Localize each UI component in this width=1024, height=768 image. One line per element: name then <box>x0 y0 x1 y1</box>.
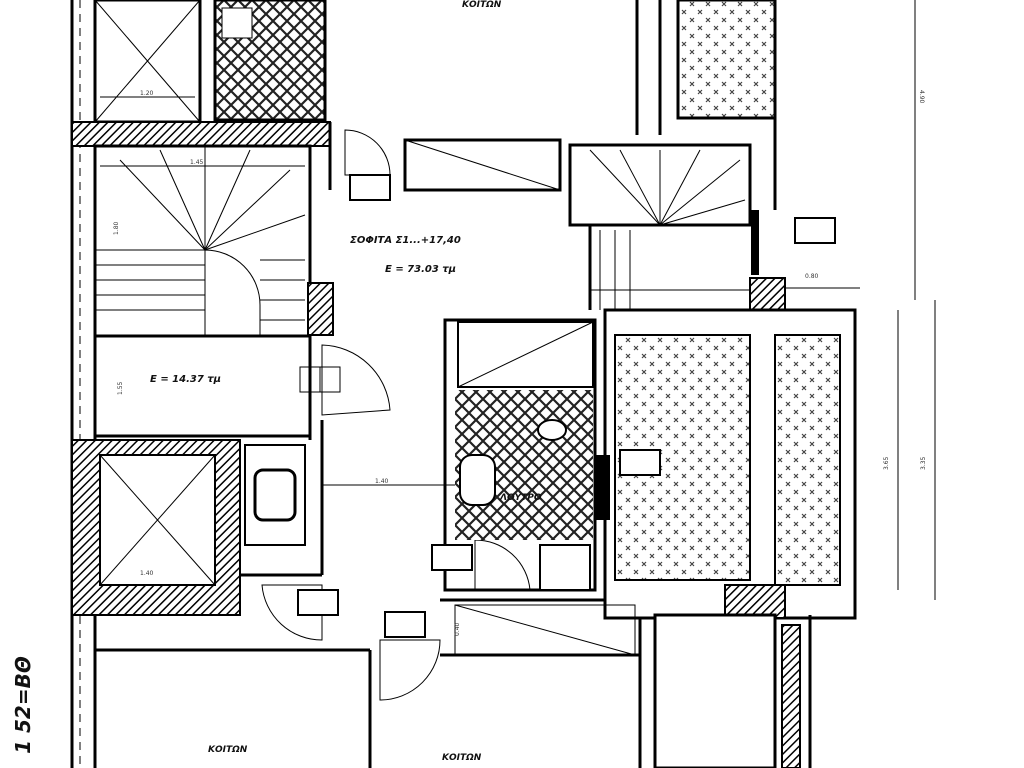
top-left-room: 1.20 <box>93 0 327 124</box>
dim-right-mid-b: 3.35 <box>920 456 927 470</box>
dim-right-small: 0.80 <box>805 273 819 280</box>
built-in-closet <box>403 138 562 192</box>
bedroom-bottom-left-label: ΚΟΙΤΩΝ <box>208 745 248 755</box>
dim-elevator: 1.40 <box>140 570 154 577</box>
outer-wall-left <box>70 0 97 768</box>
bedroom-top-label: ΚΟΙΤΩΝ <box>462 0 502 10</box>
bathroom: ΛΟΥΤΡΟ <box>443 318 610 592</box>
left-staircase: 1.45 1.80 <box>93 144 334 338</box>
bedroom-bottom-right-label: ΚΟΙΤΩΝ <box>442 753 482 763</box>
attic-title: ΣΟΦΙΤΑ Σ1...+17,40 <box>350 235 461 246</box>
dim-right-top: 4.90 <box>918 90 925 104</box>
dim-door: 0.40 <box>454 622 461 636</box>
doors[interactable] <box>261 129 531 701</box>
bathroom-label: ΛΟΥΤΡΟ <box>499 493 542 503</box>
closet-bottom <box>454 604 636 656</box>
dim-stair-side: 1.80 <box>113 221 120 235</box>
dim-top-left: 1.20 <box>140 90 154 97</box>
balcony-top-right <box>676 0 777 120</box>
dim-right-mid-a: 3.65 <box>883 456 890 470</box>
dim-corridor: 1.40 <box>375 478 389 485</box>
side-label: 1 52=ΒΘ <box>11 656 35 754</box>
stair-landing: 1.55 Ε = 14.37 τμ <box>93 336 341 440</box>
attic-area: Ε = 73.03 τμ <box>385 264 456 275</box>
dim-stair: 1.45 <box>190 159 204 166</box>
dimension-lines-right: 4.90 3.65 3.35 <box>883 0 936 600</box>
elevator-shaft: 1.40 <box>71 439 306 616</box>
hatched-wall-top <box>71 121 331 147</box>
dim-left-mid: 1.55 <box>117 381 124 395</box>
stair-area-label: Ε = 14.37 τμ <box>150 374 221 385</box>
tag-boxes <box>297 174 836 638</box>
